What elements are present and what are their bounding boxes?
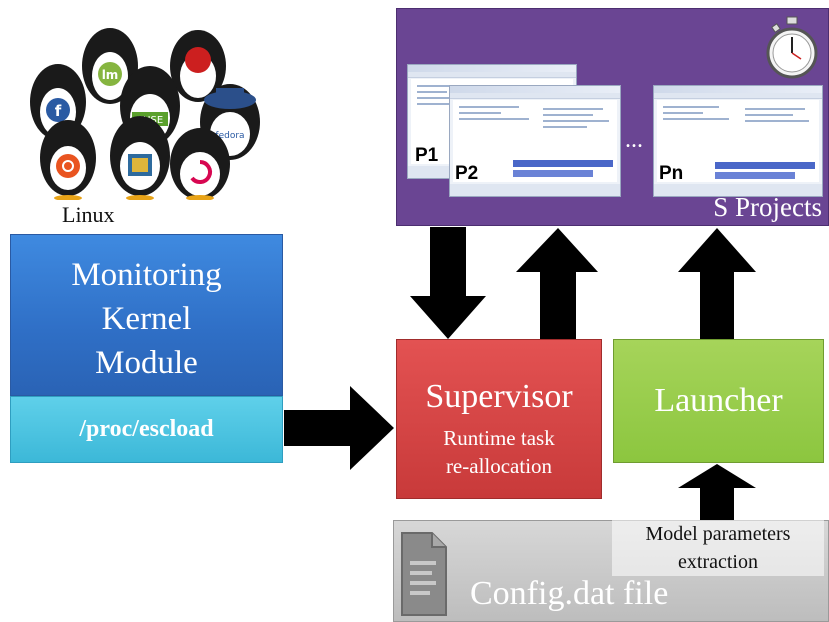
supervisor-title: Supervisor	[425, 378, 573, 415]
document-icon	[401, 532, 447, 616]
arrow-proc-to-supervisor	[284, 386, 394, 470]
model-parameters-line1: Model parameters	[645, 523, 791, 545]
project-window-p2	[449, 85, 621, 197]
proc-escload-box: /proc/escload	[10, 396, 283, 463]
kernel-module-line3: Module	[95, 345, 198, 381]
supervisor-subtitle-line2: re-allocation	[445, 454, 553, 478]
kernel-module-line1: Monitoring	[71, 257, 222, 293]
arrow-projects-to-supervisor	[410, 227, 486, 339]
projects-ellipsis: ...	[625, 127, 643, 153]
config-file-label: Config.dat file	[470, 575, 669, 612]
project-window-pn	[653, 85, 823, 197]
launcher-box: Launcher	[613, 339, 824, 463]
model-parameters-line2: extraction	[678, 551, 758, 573]
supervisor-subtitle-line1: Runtime task	[443, 426, 555, 450]
arrow-config-to-launcher	[678, 464, 756, 520]
svg-text:fedora: fedora	[215, 131, 244, 141]
project-label-p2: P2	[455, 163, 479, 184]
svg-text:f: f	[55, 102, 62, 120]
penguin-group: lm f SUSE fedora	[30, 28, 260, 200]
project-label-p1: P1	[415, 145, 439, 166]
svg-text:lm: lm	[102, 68, 119, 82]
supervisor-box: Supervisor Runtime task re-allocation	[396, 339, 602, 499]
s-projects-panel: P1 P2 Pn ... S Projects	[396, 8, 829, 226]
model-parameters-label: Model parameters extraction	[612, 520, 824, 576]
stopwatch-icon	[766, 16, 818, 79]
linux-label: Linux	[62, 202, 115, 227]
project-label-pn: Pn	[659, 163, 684, 184]
arrow-supervisor-to-projects	[516, 228, 598, 339]
s-projects-label: S Projects	[713, 192, 822, 222]
kernel-module-line2: Kernel	[101, 301, 192, 337]
monitoring-kernel-module-box: Monitoring Kernel Module	[10, 234, 283, 396]
arrow-launcher-to-projects	[678, 228, 756, 339]
linux-penguins-illustration: lm f SUSE fedora	[30, 28, 260, 200]
